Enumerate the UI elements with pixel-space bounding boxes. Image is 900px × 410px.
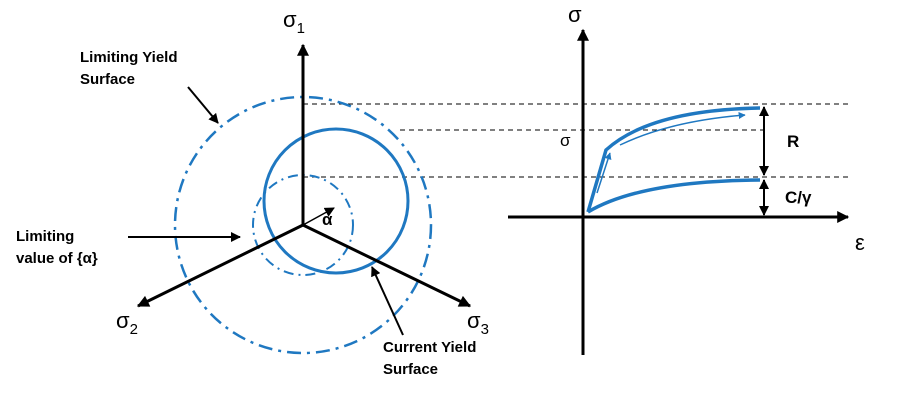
c-gamma-label: C/γ <box>785 188 812 207</box>
loading-curve <box>586 106 761 213</box>
alpha-vector <box>302 207 335 226</box>
stress-space-diagram: σ1 σ2 σ3 α Limiting Yield Surface Limiti… <box>16 7 848 378</box>
limiting-surface-label-line1: Limiting Yield <box>80 49 178 66</box>
r-label: R <box>787 132 799 151</box>
stress-strain-diagram: σ ε σ R C/γ <box>508 2 865 355</box>
loading-path-arrow-2 <box>619 112 746 146</box>
kinematic-hardening-curve <box>587 178 761 214</box>
sigma3-label: σ3 <box>467 308 489 338</box>
leader-current-surface <box>371 266 404 336</box>
sigma3-axis <box>302 223 472 308</box>
stress-axis-label: σ <box>568 2 582 27</box>
sigma1-label: σ1 <box>283 7 305 37</box>
current-surface-label-line2: Surface <box>383 361 438 378</box>
leader-limiting-surface <box>187 86 219 124</box>
sigma2-label: σ2 <box>116 308 138 338</box>
limiting-alpha-label-line2: value of {α} <box>16 250 98 267</box>
alpha-label: α <box>322 210 333 229</box>
limiting-alpha-label-line1: Limiting <box>16 228 74 245</box>
current-surface-label-line1: Current Yield <box>383 339 476 356</box>
current-yield-surface <box>262 127 410 275</box>
loading-path-arrow-1 <box>596 152 612 194</box>
sigma-mark-label: σ <box>560 131 571 150</box>
sigma2-axis <box>136 223 304 308</box>
strain-axis-label: ε <box>855 230 865 255</box>
limiting-surface-label-line2: Surface <box>80 71 135 88</box>
